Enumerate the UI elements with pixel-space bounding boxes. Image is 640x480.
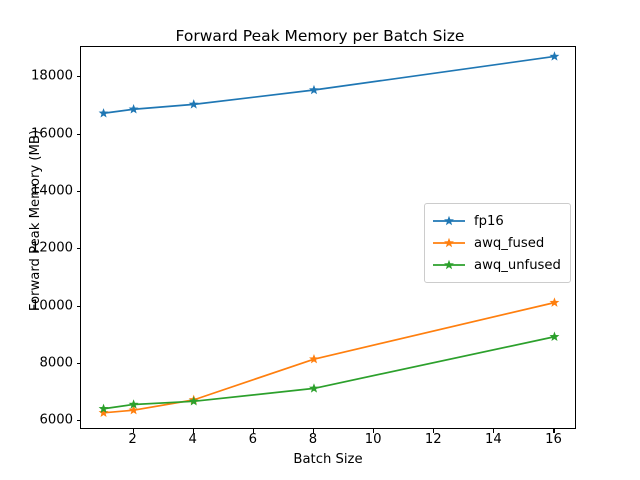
x-tick-label: 6 [248, 432, 258, 447]
x-tick-label: 8 [308, 432, 318, 447]
data-point-marker [549, 297, 560, 307]
y-tick-label: 6000 [39, 412, 73, 428]
x-axis-label: Batch Size [293, 452, 363, 467]
x-tick-mark [132, 429, 134, 433]
y-tick-mark [76, 76, 80, 78]
legend-item-awq_unfused[interactable]: awq_unfused [432, 254, 561, 276]
x-tick-mark [192, 429, 194, 433]
y-tick-label: 18000 [31, 68, 73, 84]
series-line [102, 335, 556, 410]
y-tick-mark [76, 133, 80, 135]
y-tick-mark [76, 420, 80, 422]
data-point-marker [128, 104, 139, 114]
data-point-marker [128, 399, 139, 409]
y-tick-label: 10000 [31, 298, 73, 314]
series-line [102, 55, 556, 115]
y-tick-mark [76, 363, 80, 365]
x-axis-tick-labels: 2 4 6 8 10 12 14 16 [80, 432, 576, 452]
x-tick-mark [433, 429, 435, 433]
data-point-marker [309, 353, 319, 364]
data-point-marker [188, 99, 199, 109]
chart-legend: fp16 awq_fused awq_unfused [424, 203, 571, 283]
series-fp16 [98, 51, 560, 118]
x-tick-mark [553, 429, 555, 433]
data-point-marker [309, 383, 319, 393]
y-tick-mark [76, 248, 80, 250]
series-line [102, 301, 556, 414]
data-point-marker [188, 396, 199, 406]
y-tick-label: 14000 [31, 183, 73, 199]
data-point-marker [98, 108, 109, 118]
y-axis-label: Forward Peak Memory (MB) [28, 129, 43, 312]
x-tick-mark [373, 429, 375, 433]
y-tick-mark [76, 305, 80, 307]
chart-series-svg [98, 51, 560, 417]
x-tick-label: 2 [128, 432, 137, 447]
x-tick-mark [312, 429, 315, 433]
data-point-marker [98, 403, 109, 413]
x-tick-label: 10 [364, 432, 382, 447]
x-tick-label: 4 [188, 432, 197, 447]
legend-swatch-icon [432, 234, 466, 252]
data-point-marker [549, 331, 560, 341]
legend-item-awq_fused[interactable]: awq_fused [432, 232, 561, 254]
legend-label: fp16 [474, 213, 504, 229]
legend-label: awq_unfused [474, 257, 561, 273]
data-point-marker [98, 407, 109, 417]
series-awq_unfused [98, 331, 560, 413]
chart-title: Forward Peak Memory per Batch Size [175, 27, 465, 45]
x-tick-mark [252, 429, 254, 433]
data-point-marker [128, 405, 139, 415]
legend-label: awq_fused [474, 235, 545, 251]
y-tick-mark [76, 190, 80, 192]
x-tick-mark [493, 429, 495, 433]
data-point-marker [549, 51, 560, 61]
y-tick-label: 12000 [31, 240, 73, 256]
data-point-marker [309, 84, 319, 95]
legend-swatch-icon [432, 212, 466, 230]
legend-swatch-icon [432, 256, 466, 274]
x-tick-label: 16 [545, 432, 562, 447]
legend-item-fp16[interactable]: fp16 [432, 210, 561, 232]
y-axis-tick-labels: 6000 8000 10000 12000 14000 16000 18000 [0, 46, 73, 429]
x-tick-label: 14 [484, 432, 502, 447]
x-tick-label: 12 [424, 432, 442, 447]
series-awq_fused [98, 297, 560, 417]
y-tick-label: 8000 [39, 355, 73, 371]
y-tick-label: 16000 [31, 126, 73, 141]
